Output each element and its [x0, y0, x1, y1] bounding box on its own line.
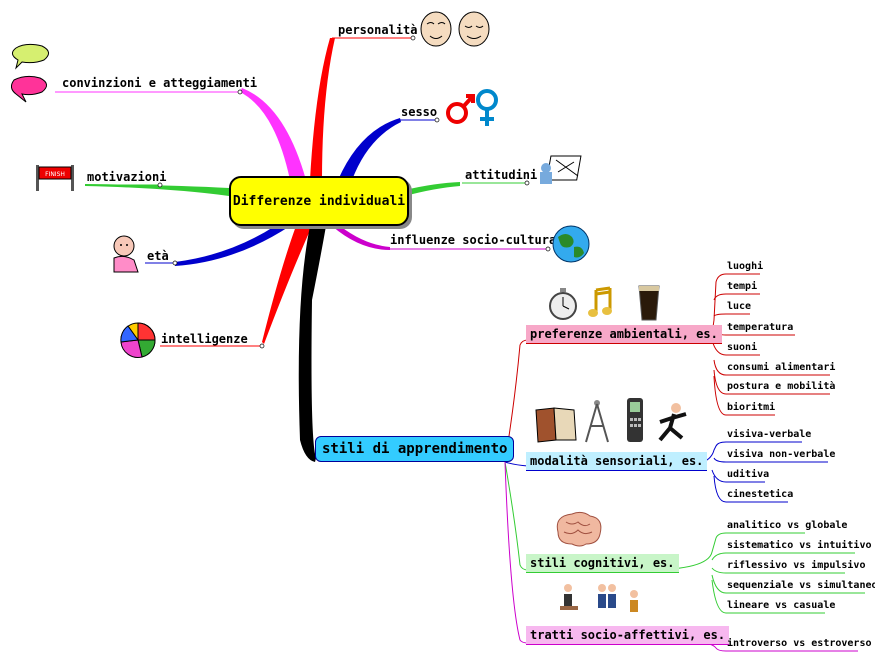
book-icon — [535, 407, 577, 443]
leaf-item: temperatura — [727, 322, 794, 333]
leaf-item: riflessivo vs impulsivo — [727, 560, 866, 571]
pie-chart-icon — [120, 322, 156, 358]
group-socio: tratti socio-affettivi, es. — [526, 626, 730, 645]
leaf-item: luoghi — [727, 261, 764, 272]
leaf-item: analitico vs globale — [727, 520, 848, 531]
leaf-item: visiva non-verbale — [727, 449, 836, 460]
mobile-phone-icon — [627, 398, 643, 442]
leaf-item: postura e mobilità — [727, 381, 836, 392]
drink-glass-icon — [638, 285, 660, 321]
group-cognitivi: stili cognitivi, es. — [526, 554, 679, 573]
branch-intelligenze: intelligenze — [161, 332, 248, 346]
music-note-icon — [588, 286, 612, 317]
branch-sesso: sesso — [401, 105, 438, 119]
svg-text:FINISH: FINISH — [45, 171, 65, 178]
branch-influenze: influenze socio-culturali — [390, 233, 571, 247]
branch-convinzioni: convinzioni e atteggiamenti — [62, 76, 258, 90]
group-preferenze: preferenze ambientali, es. — [526, 325, 722, 344]
group-modalita: modalità sensoriali, es. — [526, 452, 708, 471]
branch-attitudini: attitudini — [465, 168, 538, 182]
leaf-item: introverso vs estroverso — [727, 638, 872, 649]
branch-motivazioni: motivazioni — [87, 170, 167, 184]
dancer-icon — [658, 403, 687, 442]
drawing-tools-icon — [540, 155, 582, 184]
compass-icon — [585, 400, 609, 443]
leaf-item: luce — [727, 301, 752, 312]
leaf-item: sequenziale vs simultaneo — [727, 580, 875, 591]
faces-icon — [420, 11, 490, 47]
baby-icon — [113, 235, 139, 273]
people-meeting-icon — [560, 584, 638, 612]
center-node: Differenze individuali — [229, 176, 409, 226]
brain-icon — [556, 511, 602, 547]
branch-personalita: personalità — [338, 23, 418, 37]
leaf-item: cinestetica — [727, 489, 794, 500]
leaf-item: suoni — [727, 342, 758, 353]
leaf-item: tempi — [727, 281, 758, 292]
globe-icon — [552, 225, 590, 263]
speech-bubbles-icon — [10, 43, 49, 103]
gender-symbols-icon — [446, 89, 498, 126]
leaf-item: bioritmi — [727, 402, 776, 413]
leaf-item: visiva-verbale — [727, 429, 812, 440]
leaf-item: uditiva — [727, 469, 770, 480]
leaf-item: consumi alimentari — [727, 362, 836, 373]
finish-banner-icon: FINISH — [36, 165, 74, 191]
branch-eta: età — [147, 249, 169, 263]
stopwatch-icon — [549, 288, 577, 320]
leaf-item: lineare vs casuale — [727, 600, 836, 611]
leaf-item: sistematico vs intuitivo — [727, 540, 872, 551]
stili-node: stili di apprendimento — [315, 436, 515, 462]
